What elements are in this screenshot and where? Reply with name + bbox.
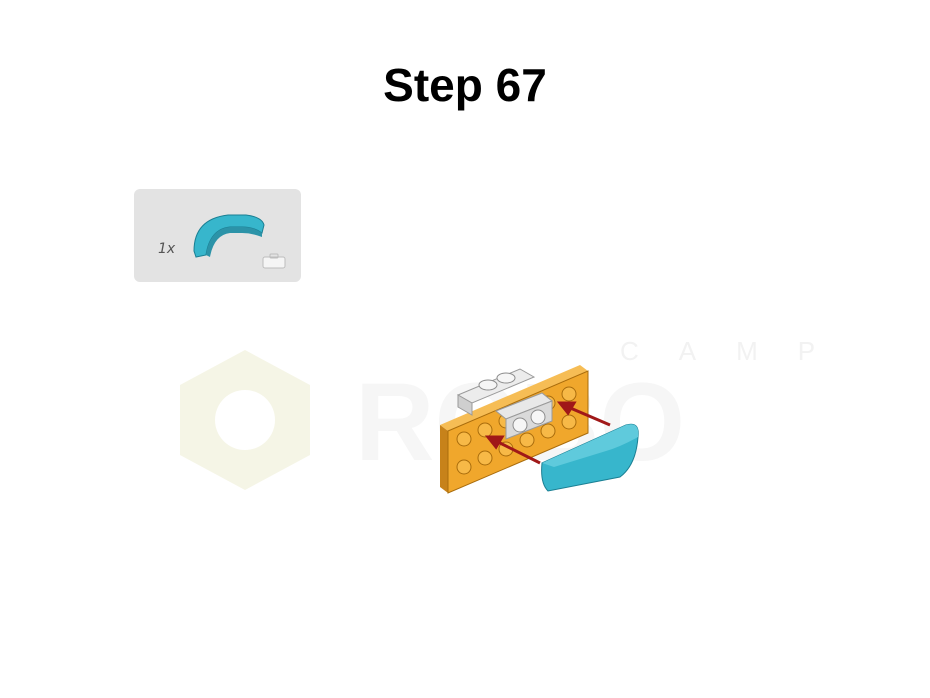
parts-list-callout: 1x: [134, 189, 301, 282]
part-quantity: 1x: [158, 241, 176, 257]
svg-text:CAMP: CAMP: [620, 336, 830, 366]
placement-arrows: [484, 401, 611, 465]
curved-slope-tile-icon: [193, 214, 265, 258]
curved-tile-piece: [541, 423, 639, 492]
case-icon: [262, 253, 286, 269]
assembly-illustration: [440, 365, 639, 494]
step-title: Step 67: [383, 59, 547, 111]
bracket-piece: [456, 368, 553, 440]
